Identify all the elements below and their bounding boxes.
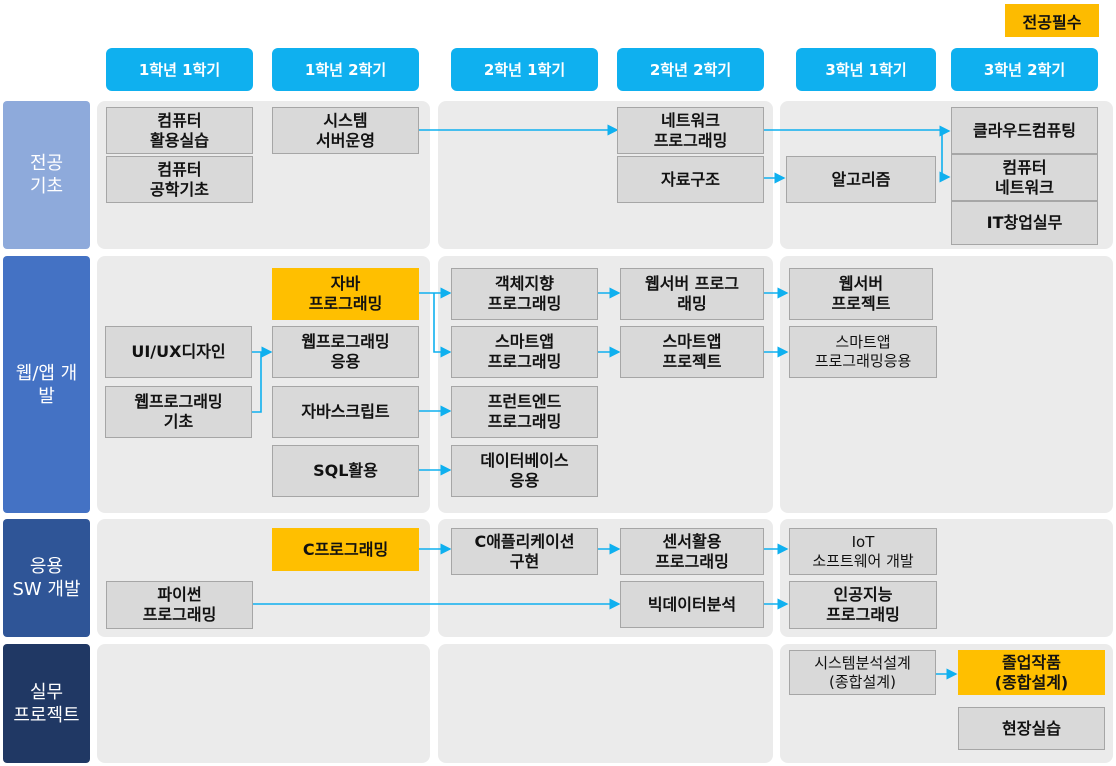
course-network-programming[interactable]: 네트워크 프로그래밍	[617, 107, 764, 154]
course-smart-app-applied[interactable]: 스마트앱 프로그래밍응용	[789, 326, 937, 378]
course-bigdata-analysis[interactable]: 빅데이터분석	[620, 581, 764, 628]
course-smart-app-project[interactable]: 스마트앱 프로젝트	[620, 326, 764, 378]
course-frontend[interactable]: 프런트엔드 프로그래밍	[451, 386, 598, 438]
course-smart-app-programming[interactable]: 스마트앱 프로그래밍	[451, 326, 598, 378]
course-computer-engineering[interactable]: 컴퓨터 공학기초	[106, 156, 253, 203]
panel-practice-year2	[438, 644, 773, 763]
course-python-programming[interactable]: 파이썬 프로그래밍	[106, 581, 253, 629]
course-iot-software[interactable]: IoT 소프트웨어 개발	[789, 528, 937, 575]
course-webserver-programming[interactable]: 웹서버 프로그 래밍	[620, 268, 764, 320]
course-ai-programming[interactable]: 인공지능 프로그래밍	[789, 581, 937, 629]
course-it-startup[interactable]: IT창업실무	[951, 201, 1098, 245]
semester-header-1-2: 1학년 2학기	[272, 48, 419, 91]
course-webserver-project[interactable]: 웹서버 프로젝트	[789, 268, 933, 320]
course-data-structure[interactable]: 자료구조	[617, 156, 764, 203]
course-c-application[interactable]: C애플리케이션 구현	[451, 528, 598, 575]
course-algorithm[interactable]: 알고리즘	[786, 156, 936, 203]
panel-practice-year1	[97, 644, 430, 763]
course-web-programming-basic[interactable]: 웹프로그래밍 기초	[105, 386, 252, 438]
course-field-practice[interactable]: 현장실습	[958, 707, 1105, 750]
semester-header-3-2: 3학년 2학기	[951, 48, 1098, 91]
course-sensor-programming[interactable]: 센서활용 프로그래밍	[620, 528, 764, 575]
course-c-programming[interactable]: C프로그래밍	[272, 528, 419, 571]
semester-header-1-1: 1학년 1학기	[106, 48, 253, 91]
semester-header-3-1: 3학년 1학기	[796, 48, 936, 91]
course-sql[interactable]: SQL활용	[272, 445, 419, 497]
legend-required: 전공필수	[1005, 4, 1099, 37]
course-cloud-computing[interactable]: 클라우드컴퓨팅	[951, 107, 1098, 154]
course-oop[interactable]: 객체지향 프로그래밍	[451, 268, 598, 320]
course-javascript[interactable]: 자바스크립트	[272, 386, 419, 438]
course-java-programming[interactable]: 자바 프로그래밍	[272, 268, 419, 320]
category-core: 전공 기초	[3, 101, 90, 249]
category-web: 웹/앱 개 발	[3, 256, 90, 513]
course-capstone[interactable]: 졸업작품 (종합설계)	[958, 650, 1105, 695]
course-system-server[interactable]: 시스템 서버운영	[272, 107, 419, 154]
course-computer-practice[interactable]: 컴퓨터 활용실습	[106, 107, 253, 154]
semester-header-2-2: 2학년 2학기	[617, 48, 764, 91]
course-computer-network[interactable]: 컴퓨터 네트워크	[951, 154, 1098, 201]
course-system-analysis-design[interactable]: 시스템분석설계 (종합설계)	[789, 650, 936, 695]
category-app: 응용 SW 개발	[3, 519, 90, 637]
course-database[interactable]: 데이터베이스 응용	[451, 445, 598, 497]
course-web-programming-applied[interactable]: 웹프로그래밍 응용	[272, 326, 419, 378]
semester-header-2-1: 2학년 1학기	[451, 48, 598, 91]
course-uiux-design[interactable]: UI/UX디자인	[105, 326, 252, 378]
category-practice: 실무 프로젝트	[3, 644, 90, 763]
